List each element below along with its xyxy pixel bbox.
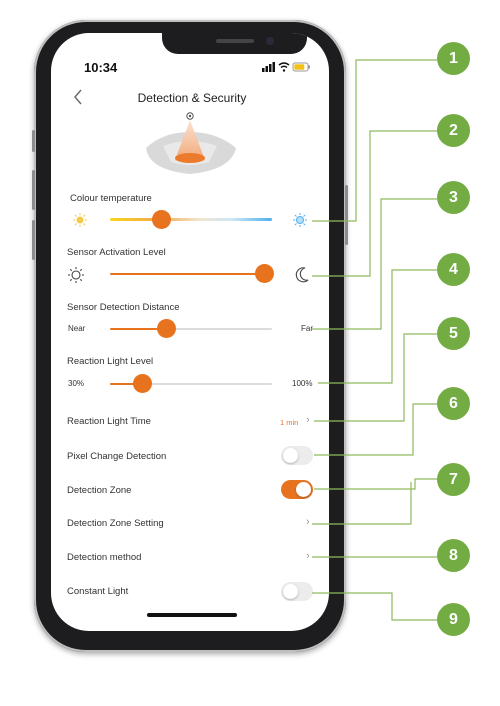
constant-light-label: Constant Light: [67, 586, 129, 597]
callout-badge-9: 9: [437, 603, 470, 636]
moon-icon: [295, 267, 309, 283]
reaction-light-level-slider[interactable]: [110, 383, 272, 385]
detection-zone-label: Detection Zone: [67, 485, 132, 496]
sensor-detection-distance-slider[interactable]: [110, 328, 272, 330]
page-title: Detection & Security: [137, 91, 247, 105]
detection-zone-toggle[interactable]: [281, 480, 313, 499]
warm-light-icon: [73, 213, 87, 227]
wifi-icon: [278, 62, 290, 72]
callout-badge-6: 6: [437, 387, 470, 420]
constant-light-toggle[interactable]: [281, 582, 313, 601]
reaction-light-level-label: Reaction Light Level: [67, 356, 154, 367]
home-indicator: [147, 613, 237, 617]
status-time: 10:34: [84, 60, 118, 75]
status-icons: [262, 62, 310, 72]
reaction-light-time-label[interactable]: Reaction Light Time: [67, 416, 151, 427]
callout-badge-7: 7: [437, 463, 470, 496]
toggle-thumb: [296, 482, 311, 497]
sensor-detection-distance-knob[interactable]: [157, 319, 177, 338]
toggle-thumb: [283, 584, 298, 599]
phone-volume-down: [32, 220, 35, 260]
callout-badge-8: 8: [437, 539, 470, 572]
callout-badge-3: 3: [437, 181, 470, 214]
detection-method-chevron-icon[interactable]: ›: [306, 550, 310, 562]
sun-icon: [68, 267, 84, 283]
distance-min-label: Near: [68, 324, 86, 333]
pixel-change-detection-toggle[interactable]: [281, 446, 313, 465]
colour-temperature-track[interactable]: [110, 218, 272, 221]
detection-method-label[interactable]: Detection method: [67, 552, 142, 563]
sensor-detection-distance-label: Sensor Detection Distance: [67, 302, 180, 313]
light-level-min-label: 30%: [68, 379, 85, 388]
back-chevron-icon[interactable]: [72, 88, 84, 106]
callout-badge-2: 2: [437, 114, 470, 147]
speaker: [216, 39, 254, 43]
pixel-change-detection-label: Pixel Change Detection: [67, 451, 167, 462]
sensor-activation-level-slider[interactable]: [110, 273, 264, 275]
signal-icon: [262, 62, 275, 72]
notch: [162, 33, 307, 54]
light-level-max-label: 100%: [292, 379, 313, 388]
sensor-illustration-icon: [146, 112, 236, 174]
detection-zone-setting-chevron-icon[interactable]: ›: [306, 516, 310, 528]
colour-temperature-label: Colour temperature: [70, 193, 152, 204]
reaction-light-level-knob[interactable]: [132, 374, 152, 393]
phone-mute-switch: [32, 130, 35, 152]
toggle-thumb: [283, 448, 298, 463]
sensor-activation-level-knob[interactable]: [254, 264, 274, 283]
phone-volume-up: [32, 170, 35, 210]
callout-badge-4: 4: [437, 253, 470, 286]
detection-zone-setting-label[interactable]: Detection Zone Setting: [67, 518, 164, 529]
cool-light-icon: [293, 213, 307, 227]
reaction-light-time-value[interactable]: 1 min: [280, 418, 299, 427]
phone-power-button: [345, 185, 348, 245]
colour-temperature-knob[interactable]: [152, 210, 172, 229]
front-camera: [266, 37, 274, 45]
callout-badge-1: 1: [437, 42, 470, 75]
callout-badge-5: 5: [437, 317, 470, 350]
distance-max-label: Far: [301, 324, 313, 333]
reaction-light-time-chevron-icon[interactable]: ›: [306, 414, 310, 426]
sensor-activation-level-label: Sensor Activation Level: [67, 247, 166, 258]
battery-icon: [292, 62, 310, 72]
